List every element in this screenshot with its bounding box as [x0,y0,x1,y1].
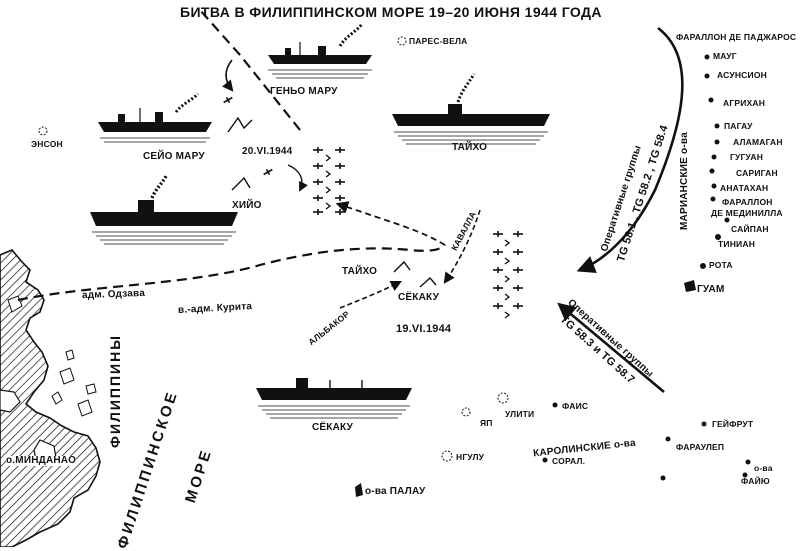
northwest-track [199,9,301,131]
label-sorol: СОРАЛ. [552,456,586,466]
albacore-track [339,280,403,309]
label-rota: РОТА [709,260,733,270]
label-faraulep: ФАРАУЛЕП [676,442,725,452]
label-faralon-1: ФАРАЛЛОН [722,197,773,207]
cavalla-track [443,209,481,284]
aircraft [221,94,275,178]
ship-hiyo-carrier [90,175,238,245]
label-fais: ФАИС [562,401,589,411]
label-pagan: ПАГАУ [724,121,753,131]
label-date-20-june: 20.VI.1944 [242,146,293,157]
atoll-markers [38,36,509,462]
label-yap: ЯП [480,418,493,428]
island-markers [355,54,751,497]
us-fleet-formation [492,230,524,319]
ship-seiyo-maru [98,92,212,143]
sunk-markers [227,116,437,288]
label-ova: о-ва [754,463,773,473]
label-alamagan: АЛАМАГАН [733,137,783,147]
label-asuncion: АСУНСИОН [717,70,767,80]
label-shokaku-carrier: СЁКАКУ [312,422,354,433]
upper-tg-arrow [576,26,684,274]
label-sarigan: САРИГАН [736,168,778,178]
label-enson: ЭНСОН [31,139,63,149]
label-seiyo-maru: СЕЙО МАРУ [143,151,205,162]
air-attack-arrow [222,59,234,92]
label-fayu: ФАЙЮ [741,476,770,486]
label-taiho-position: ТАЙХО [342,266,378,277]
label-ulithi: УЛИТИ [505,409,535,419]
label-date-19-june: 19.VI.1944 [396,323,452,335]
label-geyfrut: ГЕЙФРУТ [712,419,754,429]
label-saipan: САЙПАН [731,224,769,234]
strike-arrow [287,164,308,192]
ship-shokaku-carrier [256,378,412,419]
label-agrihan: АГРИХАН [723,98,766,108]
label-hiyo: ХИЙО [232,200,262,211]
label-faralon-2: ДЕ МЕДИНИЛЛА [711,208,783,218]
label-faralon-de-pajaros: ФАРАЛЛОН ДЕ ПАДЖАРОС [676,32,797,42]
label-ngulu: НГУЛУ [456,452,485,462]
map-title: БИТВА В ФИЛИППИНСКОМ МОРЕ 19–20 ИЮНЯ 194… [180,4,602,20]
ship-taiho-carrier [392,73,550,145]
japanese-fleet-track [17,244,446,302]
label-tinian: ТИНИАН [718,239,756,249]
label-maug: МАУГ [713,51,737,61]
label-mariana-islands: МАРИАНСКИЕ о-ва [679,132,690,230]
label-mindanao: о.МИНДАНАО [6,455,77,466]
label-pares-vela: ПАРЕС-ВЕЛА [409,36,468,46]
retreat-track [335,201,446,246]
label-guam: ГУАМ [697,284,725,295]
label-taiho-carrier: ТАЙХО [452,142,488,153]
label-shokaku-position: СЁКАКУ [398,292,440,303]
label-guguan: ГУГУАН [730,152,764,162]
label-palau: о-ва ПАЛАУ [365,486,426,497]
label-anatahan: АНАТАХАН [720,183,769,193]
label-philippines: ФИЛИППИНЫ [107,334,123,448]
label-genyo-maru: ГЕНЬО МАРУ [270,86,338,97]
lower-tg-arrow [557,302,665,393]
ship-genyo-maru [268,23,372,79]
